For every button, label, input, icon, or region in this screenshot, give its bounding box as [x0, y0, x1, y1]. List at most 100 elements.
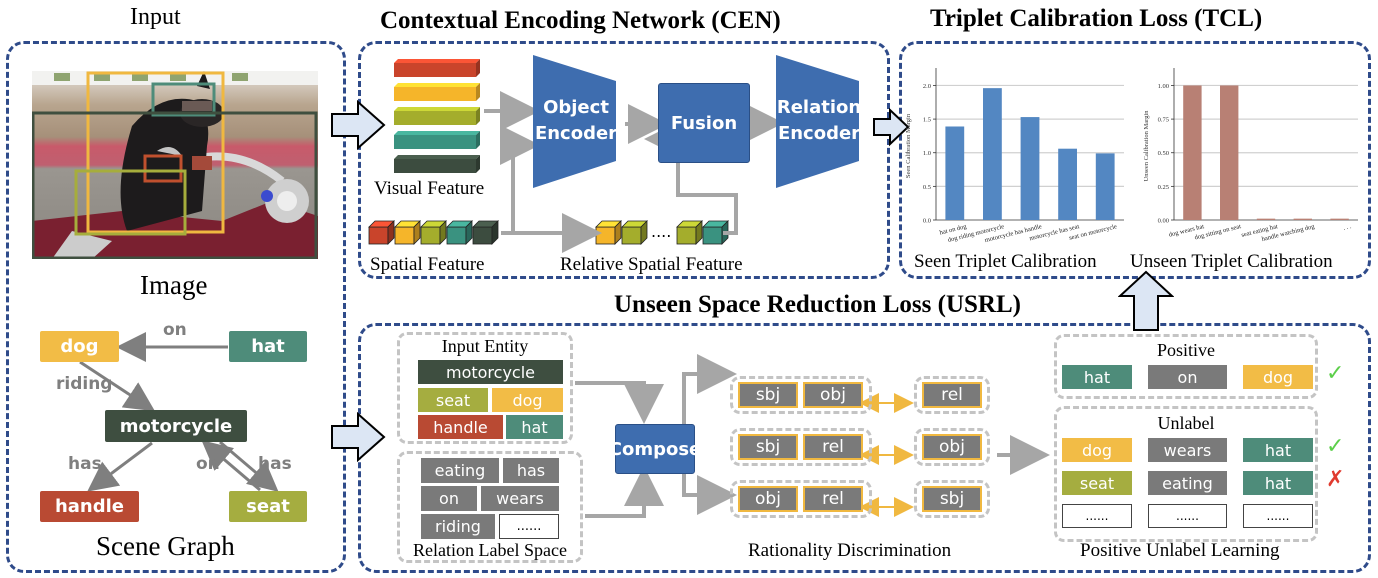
y-tick-label: 1.00 [1158, 83, 1169, 90]
bar [1183, 85, 1202, 220]
arrow-spatial-to-object-encoder [500, 125, 540, 235]
relation-riding: riding [421, 514, 495, 539]
spatial-feature-cube [420, 220, 447, 245]
relative-spatial-cube [676, 220, 703, 245]
spatial-feature-cube [446, 220, 473, 245]
visual-feature-bar [394, 155, 480, 173]
visual-feature-bar [394, 59, 480, 77]
arrow-compose-row3 [682, 472, 737, 515]
sg-node-dog: dog [40, 331, 119, 362]
y-tick-label: 1.5 [923, 117, 931, 124]
edge-dog-motorcycle [79, 360, 156, 412]
y-tick-label: 2.0 [923, 83, 931, 90]
usrl-title: Unseen Space Reduction Loss (USRL) [614, 291, 1021, 318]
unseen-chart-title: Unseen Triplet Calibration [1130, 251, 1333, 272]
y-axis-label: Seen Calibration Margin [905, 113, 912, 178]
input-panel [6, 41, 346, 573]
unlabel-triplet-subject: seat [1062, 471, 1132, 495]
bar [1095, 153, 1115, 220]
entity-hat: hat [506, 415, 563, 439]
sg-edge-label-on: on [196, 454, 220, 474]
bar [983, 88, 1002, 221]
y-tick-label: 0.75 [1158, 117, 1169, 124]
relation-encoder-label: Relation Encoder [776, 97, 862, 144]
flow-arrow-cen-to-tcl [873, 108, 910, 147]
input-image [32, 71, 318, 259]
arrow-relations-to-compose [585, 466, 664, 518]
bar [1293, 218, 1312, 220]
rd-right-group-1 [914, 376, 990, 414]
image-label: Image [140, 270, 208, 300]
usrl-connectors [575, 354, 1050, 518]
rd-slot: sbj [738, 382, 798, 408]
relation-eating: eating [421, 458, 499, 483]
rd-slot: obj [922, 434, 982, 460]
flow-arrow-sg-to-usrl [331, 412, 386, 462]
y-tick-label: 0.00 [1158, 218, 1169, 225]
unlabel-triplet-object: hat [1243, 471, 1313, 495]
input-entity-title: Input Entity [441, 336, 529, 356]
rd-right-group-3 [914, 480, 990, 518]
rd-left-group-3 [730, 480, 872, 518]
cen-panel [358, 41, 890, 279]
unlabel-triplet-object: ...... [1243, 504, 1313, 528]
relation-label-space-panel [397, 451, 583, 563]
relation-more: ...... [499, 514, 559, 539]
flow-arrow-input-to-cen [331, 100, 386, 150]
relative-spatial-cube [595, 220, 622, 245]
y-tick-label: 0.25 [1158, 184, 1169, 191]
edge-motorcycle-handle [87, 441, 153, 492]
spatial-feature-cube [368, 220, 395, 245]
spatial-feature-cubes [368, 220, 499, 245]
spatial-feature-cube [394, 220, 421, 245]
cross-icon: ✗ [1326, 467, 1345, 492]
unlabel-triplet-relation: wears [1148, 438, 1227, 462]
compose-button: Compose [609, 424, 701, 474]
y-tick-label: 0.0 [923, 218, 931, 225]
unlabel-triplet-object: hat [1243, 438, 1313, 462]
visual-feature-bar [394, 131, 480, 149]
relation-on: on [421, 486, 477, 511]
sg-node-handle: handle [40, 491, 139, 522]
seen-chart-title: Seen Triplet Calibration [914, 251, 1097, 272]
scene-graph-label: Scene Graph [96, 531, 235, 561]
scene-graph-edges [79, 332, 279, 492]
positive-title: Positive [1156, 340, 1215, 360]
object-encoder-label: Object Encoder [534, 97, 618, 144]
rd-slot: obj [738, 486, 798, 512]
relation-wears: wears [481, 486, 559, 511]
bar [1330, 218, 1349, 220]
rationality-title: Rationality Discrimination [748, 540, 952, 561]
check-icon: ✓ [1326, 361, 1345, 386]
input-title: Input [130, 4, 181, 30]
flow-arrow-usrl-to-tcl [1118, 270, 1174, 331]
positive-triplet-subject: hat [1062, 365, 1132, 389]
rd-slot: rel [922, 382, 982, 408]
bar [1256, 218, 1276, 220]
relation-encoder-shape [776, 55, 859, 188]
fusion-box: Fusion [658, 83, 750, 163]
unlabel-triplet-relation: ...... [1148, 504, 1227, 528]
y-axis-label: Unseen Calibration Margin [1143, 110, 1150, 182]
spatial-feature-cube [472, 220, 499, 245]
spatial-feature-label: Spatial Feature [370, 254, 485, 275]
sg-edge-label-on: on [163, 320, 187, 340]
relative-ellipsis: .... [651, 222, 672, 241]
relation-label-space-title: Relation Label Space [413, 540, 567, 560]
rd-left-group-2 [730, 428, 872, 466]
rd-slot: sbj [738, 434, 798, 460]
rd-slot: rel [803, 434, 863, 460]
visual-feature-stack [394, 59, 480, 173]
object-encoder-shape [533, 55, 616, 188]
sg-node-motorcycle: motorcycle [105, 410, 247, 442]
tcl-panel [899, 41, 1371, 279]
cen-diagram [368, 55, 859, 253]
positive-triplet-relation: on [1148, 365, 1227, 389]
y-tick-label: 0.5 [923, 184, 931, 191]
bar [1220, 85, 1239, 220]
sg-edge-label-has: has [258, 454, 292, 474]
rd-slot: obj [803, 382, 863, 408]
unlabel-triplet-subject: dog [1062, 438, 1132, 462]
relation-has: has [503, 458, 559, 483]
